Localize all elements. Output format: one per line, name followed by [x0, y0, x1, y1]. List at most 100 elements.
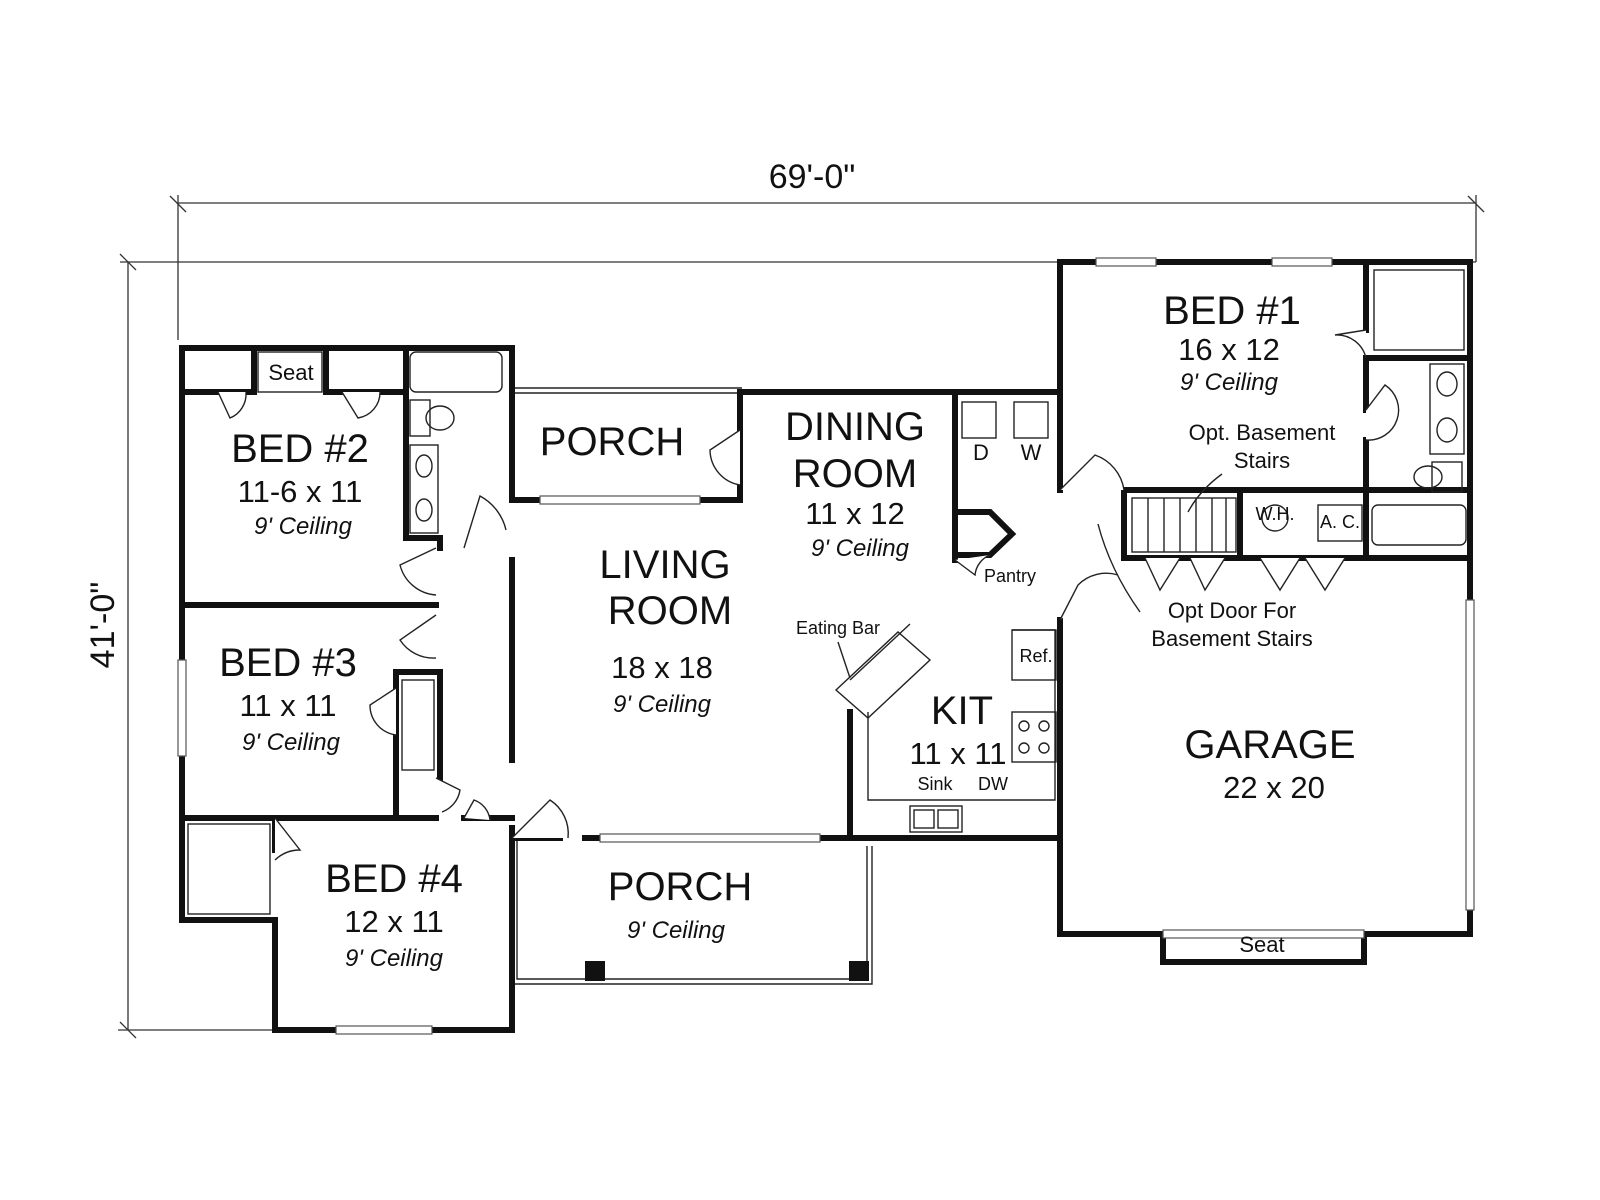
sink-icon	[1436, 371, 1458, 397]
basement-stairs	[1131, 497, 1237, 553]
room-size: 22 x 20	[1223, 770, 1325, 805]
bathtub	[1371, 504, 1467, 546]
air-conditioner	[1317, 504, 1363, 542]
seat-bed2	[257, 351, 323, 393]
room-name: BED #2	[231, 427, 369, 471]
sink-icon	[1436, 417, 1458, 443]
kitchen-sink	[909, 805, 963, 833]
room-size: 11 x 11	[239, 688, 336, 723]
pantry-label: Pantry	[984, 566, 1036, 586]
note-line1: Opt Door For	[1168, 598, 1296, 623]
stair-door-b	[1189, 557, 1226, 592]
room-bed4: BED #4 12 x 11 9' Ceiling	[325, 857, 463, 972]
room-name-line2: ROOM	[608, 589, 732, 633]
bed3-door	[399, 614, 437, 659]
room-name: GARAGE	[1184, 723, 1355, 767]
leader-line	[1187, 473, 1223, 513]
dryer	[961, 401, 997, 439]
washer-label: W	[1021, 440, 1042, 465]
toilet-tank	[409, 399, 431, 437]
porch-post-right	[849, 961, 869, 981]
closet-bed3	[401, 679, 435, 771]
room-bed2: BED #2 11-6 x 11 9' Ceiling	[231, 427, 369, 540]
bed2-closet-door-right	[341, 391, 381, 419]
room-name-line1: DINING	[785, 405, 925, 449]
room-name-line2: ROOM	[793, 452, 917, 496]
bed1-bath-door	[1365, 384, 1400, 441]
bed4-door	[274, 817, 302, 861]
garage-door	[1059, 572, 1119, 621]
room-size: 12 x 11	[344, 904, 443, 939]
room-name: BED #1	[1163, 289, 1301, 333]
depth-dimension-label: 41'-0"	[84, 582, 122, 669]
dryer-label: D	[973, 440, 989, 465]
bed2-closet-door-left	[217, 391, 247, 419]
room-porch-top: PORCH	[540, 420, 684, 464]
front-door	[511, 799, 569, 839]
bed1-door	[1059, 454, 1125, 491]
room-size: 11-6 x 11	[238, 474, 363, 509]
windows	[177, 257, 1475, 1035]
toilet-tank	[1431, 461, 1463, 493]
refrigerator-label: Ref.	[1019, 646, 1052, 666]
toilet	[1413, 465, 1443, 489]
refrigerator	[1011, 629, 1057, 681]
bed3-closet-door	[369, 687, 397, 736]
bath-bed1	[1371, 269, 1467, 546]
room-ceiling: 9' Ceiling	[627, 917, 726, 944]
room-name: BED #3	[219, 641, 357, 685]
bed2-door	[399, 547, 437, 596]
room-ceiling: 9' Ceiling	[613, 691, 712, 718]
vanity	[1429, 363, 1465, 455]
note-line2: Stairs	[1234, 448, 1290, 473]
toilet	[425, 405, 455, 431]
room-size: 11 x 11	[909, 736, 1006, 771]
mech-door-a	[1259, 557, 1301, 592]
doors	[217, 329, 1400, 861]
note-basement-door: Opt Door For Basement Stairs	[1097, 523, 1313, 651]
closet-bed4	[187, 823, 271, 915]
mech-door-b	[1304, 557, 1346, 592]
bed4-inner-door	[463, 799, 491, 821]
room-size: 11 x 12	[805, 496, 904, 531]
porch-top-outline	[512, 387, 742, 394]
pantry-door	[954, 554, 991, 577]
sink-icon	[415, 454, 433, 478]
note-line2: Basement Stairs	[1151, 626, 1312, 651]
dishwasher-label: DW	[978, 774, 1008, 794]
eating-bar	[834, 631, 932, 719]
porch-door	[709, 429, 741, 486]
water-heater	[1261, 504, 1289, 532]
room-size: 18 x 18	[611, 650, 713, 685]
kitchen-counters	[834, 623, 1057, 833]
room-kitchen: KIT 11 x 11	[909, 689, 1006, 771]
room-name: PORCH	[540, 420, 684, 464]
room-garage: GARAGE 22 x 20	[1184, 723, 1355, 805]
leader-line	[1097, 523, 1141, 613]
water-heater-label: W.H.	[1256, 504, 1295, 524]
room-porch-front: PORCH 9' Ceiling	[608, 865, 752, 944]
sink-icon	[415, 498, 433, 522]
room-living: LIVING ROOM 18 x 18 9' Ceiling	[599, 543, 732, 718]
bath-door	[463, 494, 507, 549]
seat-garage-label: Seat	[1239, 932, 1284, 957]
room-name: KIT	[931, 689, 993, 733]
washer	[1013, 401, 1049, 439]
width-dimension-label: 69'-0"	[769, 158, 856, 196]
hall-door	[435, 777, 461, 813]
width-dimension: 69'-0"	[169, 158, 1485, 340]
room-ceiling: 9' Ceiling	[1180, 369, 1279, 396]
bed1-closet-door	[1334, 329, 1367, 359]
room-bed1: BED #1 16 x 12 9' Ceiling	[1163, 289, 1301, 396]
room-ceiling: 9' Ceiling	[254, 513, 353, 540]
air-conditioner-label: A. C.	[1320, 512, 1360, 532]
range	[1011, 711, 1057, 763]
stair-door-a	[1144, 557, 1181, 592]
closet-bed1	[1373, 269, 1465, 351]
room-name-line1: LIVING	[599, 543, 730, 587]
note-basement-stairs: Opt. Basement Stairs	[1187, 420, 1336, 513]
note-line1: Opt. Basement	[1189, 420, 1336, 445]
room-ceiling: 9' Ceiling	[345, 945, 444, 972]
seat-bed2-label: Seat	[268, 360, 313, 385]
